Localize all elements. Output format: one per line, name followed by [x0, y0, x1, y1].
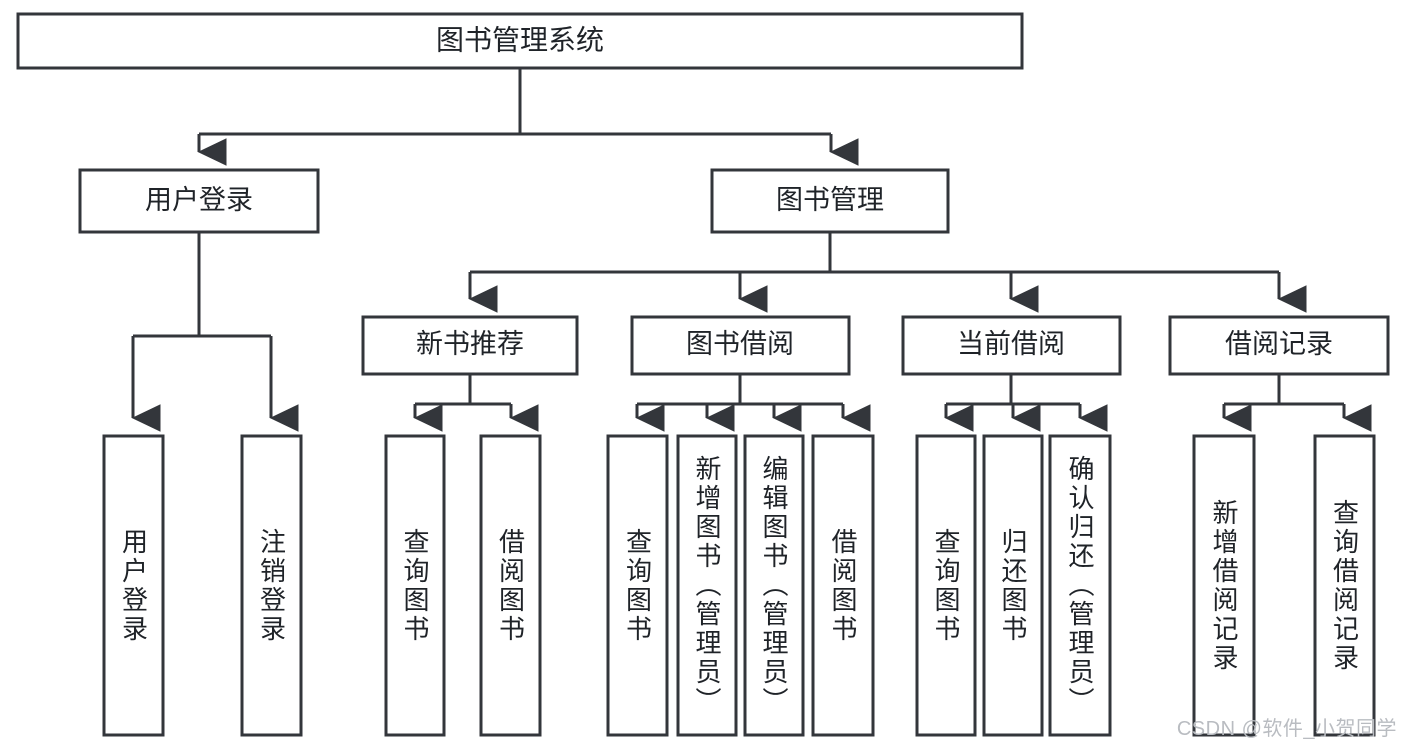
connector-userlogin-to-leaves: [131, 232, 299, 432]
leaf-box-add-borrow-record[interactable]: [1192, 434, 1256, 737]
connector-newbook-to-leaves: [413, 374, 539, 432]
node-book-management[interactable]: 图书管理: [710, 168, 950, 234]
leaf-box-query-book-borrow[interactable]: [606, 434, 669, 737]
connector-bookmgmt-to-level3: [468, 232, 1307, 313]
node-book-borrow[interactable]: 图书借阅: [630, 315, 851, 376]
leaf-box-add-book-admin[interactable]: [676, 434, 738, 737]
leaf-box-confirm-return-admin[interactable]: [1048, 434, 1112, 737]
leaf-boxes: [102, 434, 1376, 737]
leaf-box-query-book-current[interactable]: [915, 434, 977, 737]
node-new-book-recommend-label: 新书推荐: [416, 329, 524, 359]
node-book-management-label: 图书管理: [776, 185, 884, 215]
leaf-box-query-book-rec[interactable]: [384, 434, 446, 737]
node-root[interactable]: 图书管理系统: [16, 12, 1024, 70]
leaf-box-borrow-book-rec[interactable]: [479, 434, 542, 737]
connector-bookborrow-to-leaves: [635, 374, 871, 432]
node-root-label: 图书管理系统: [436, 24, 604, 55]
leaf-box-logout-login[interactable]: [240, 434, 303, 737]
node-user-login[interactable]: 用户登录: [78, 168, 320, 234]
connector-borrowrecord-to-leaves: [1222, 374, 1372, 432]
node-borrow-record[interactable]: 借阅记录: [1168, 315, 1390, 376]
leaf-box-return-book[interactable]: [982, 434, 1044, 737]
connector-currentborrow-to-leaves: [944, 374, 1108, 432]
node-new-book-recommend[interactable]: 新书推荐: [361, 315, 579, 376]
node-user-login-label: 用户登录: [145, 185, 253, 215]
node-book-borrow-label: 图书借阅: [686, 329, 794, 359]
csdn-watermark: CSDN @软件_小贺同学: [1176, 718, 1397, 740]
leaf-box-query-borrow-record[interactable]: [1313, 434, 1376, 737]
leaf-box-user-login[interactable]: [102, 434, 165, 737]
node-current-borrow[interactable]: 当前借阅: [901, 315, 1122, 376]
connector-root-to-level2: [197, 68, 859, 166]
leaf-box-borrow-book[interactable]: [811, 434, 875, 737]
node-borrow-record-label: 借阅记录: [1225, 329, 1333, 359]
leaf-box-edit-book-admin[interactable]: [743, 434, 805, 737]
node-current-borrow-label: 当前借阅: [957, 329, 1065, 359]
